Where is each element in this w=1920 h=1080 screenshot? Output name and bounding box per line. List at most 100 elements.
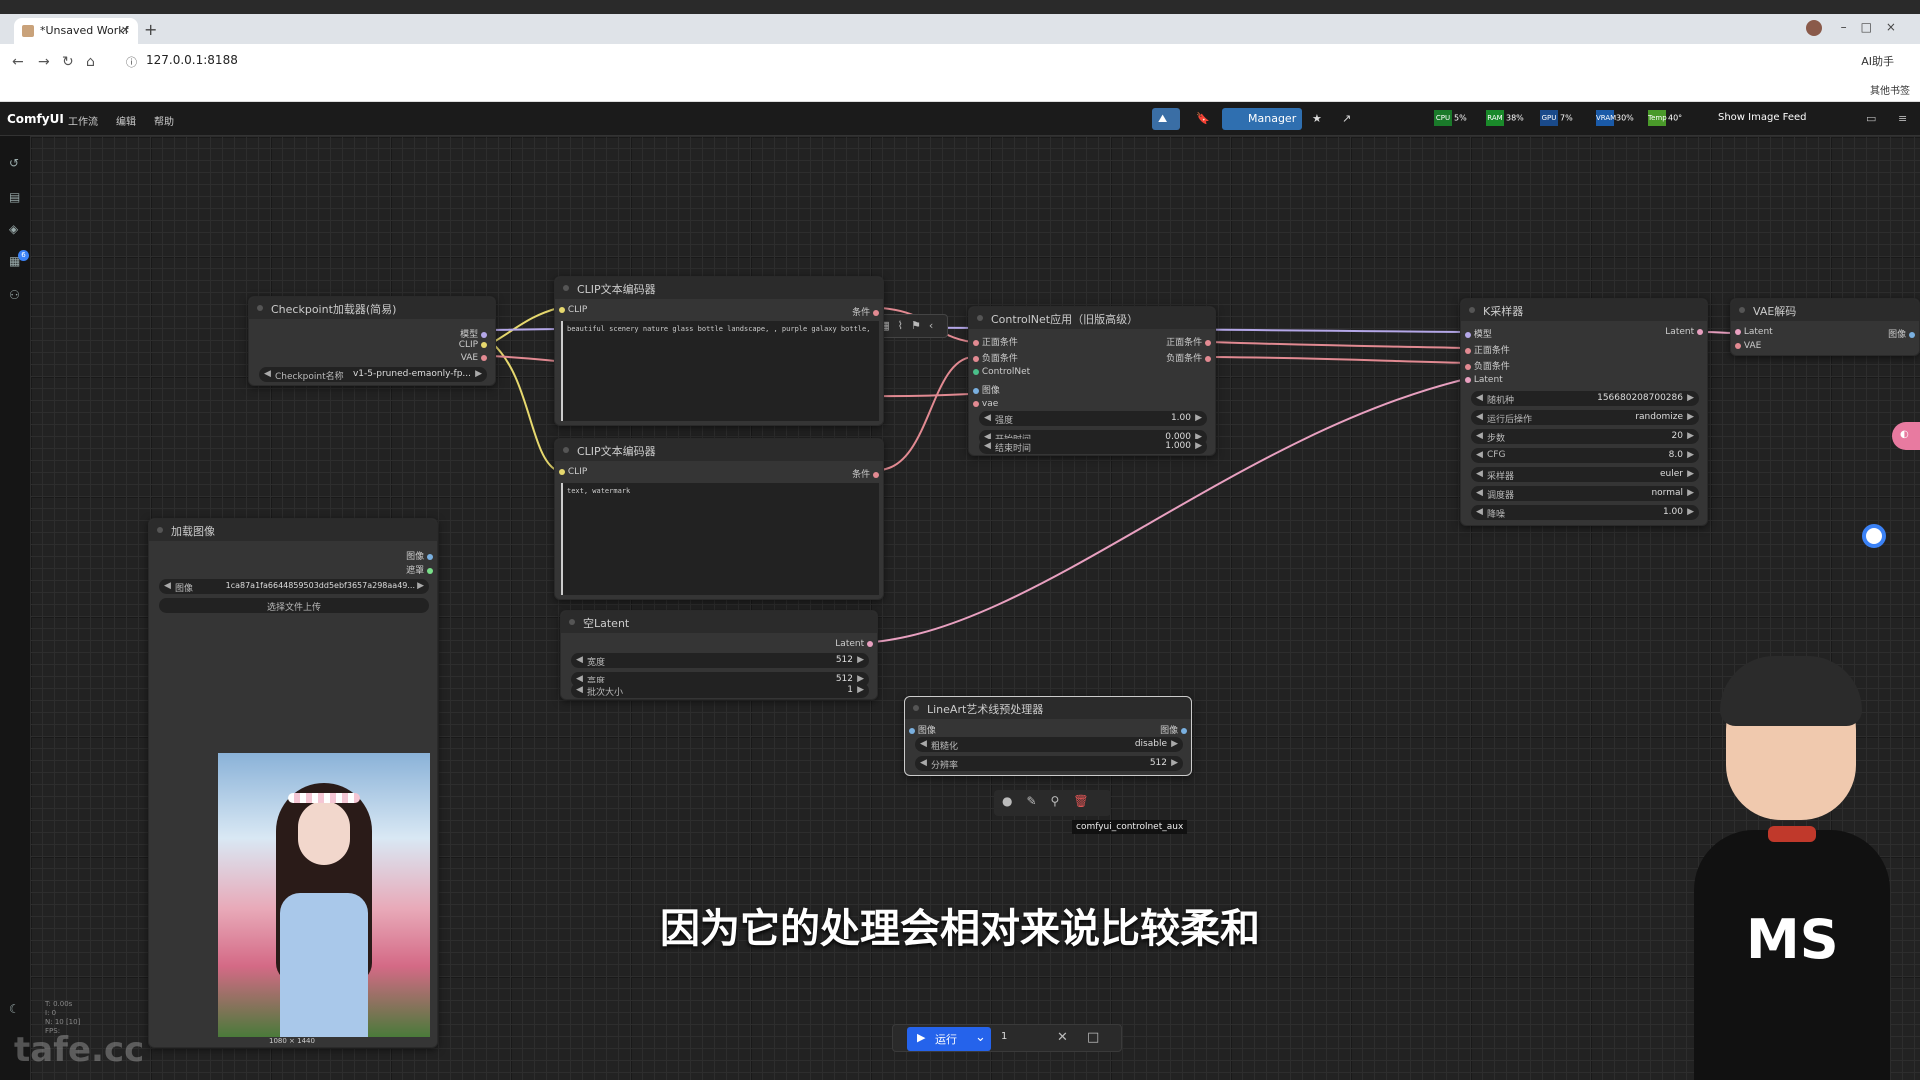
node-title: LineArt艺术线预处理器 — [905, 697, 1191, 719]
selection-toolbar[interactable]: ●✎⚲🗑 — [994, 790, 1111, 816]
upload-button[interactable]: 选择文件上传 — [159, 598, 429, 613]
input-vae[interactable]: VAE — [1735, 341, 1761, 351]
input-clip[interactable]: CLIP — [559, 467, 587, 477]
panel-toggle-icon[interactable]: ▭ — [1866, 112, 1877, 125]
history-icon[interactable]: ↺ — [9, 156, 20, 170]
reload-icon[interactable]: ↻ — [62, 54, 74, 70]
pin-icon: ⚲ — [1050, 794, 1074, 808]
output-image[interactable]: 图像 — [1888, 327, 1915, 340]
input-latent[interactable]: Latent — [1735, 327, 1773, 337]
node-clip-text-positive[interactable]: CLIP文本编码器 CLIP 条件 beautiful scenery natu… — [554, 276, 884, 426]
menu-edit[interactable]: 编辑 — [116, 117, 136, 128]
input-clip[interactable]: CLIP — [559, 305, 587, 315]
cancel-icon[interactable]: ✕ — [1057, 1030, 1068, 1045]
run-button[interactable]: ▶运行 — [907, 1027, 991, 1051]
floating-assist-button[interactable] — [1862, 524, 1886, 548]
output-clip[interactable]: CLIP — [459, 340, 487, 350]
site-info-icon[interactable]: ⓘ — [126, 56, 137, 69]
node-canvas[interactable]: ⋮⚲⊘▦⌇⚑‹ Checkpoint加载器(简易) 模型 CLIP VAE ◀C… — [30, 136, 1920, 1080]
input-latent[interactable]: Latent — [1465, 375, 1503, 385]
output-conditioning[interactable]: 条件 — [852, 467, 879, 480]
node-vae-decode[interactable]: VAE解码 Latent VAE 图像 — [1730, 298, 1920, 356]
manager-button[interactable]: Manager — [1222, 108, 1302, 130]
output-image[interactable]: 图像 — [406, 549, 433, 562]
menu-workflow[interactable]: 工作流 — [68, 117, 98, 128]
profile-avatar[interactable] — [1806, 20, 1822, 36]
output-positive[interactable]: 正面条件 — [1166, 335, 1211, 348]
profile-label[interactable]: AI助手 — [1861, 55, 1894, 68]
video-subtitle: 因为它的处理会相对来说比较柔和 — [660, 906, 1260, 952]
node-library-icon[interactable]: ▦ — [9, 254, 21, 268]
input-controlnet[interactable]: ControlNet — [973, 367, 1030, 377]
home-icon[interactable]: ⌂ — [86, 54, 95, 70]
app-logo: ComfyUI — [7, 112, 64, 126]
hamburger-icon[interactable]: ≡ — [1898, 112, 1908, 125]
output-image[interactable]: 图像 — [1160, 723, 1187, 736]
prompt-textarea[interactable]: beautiful scenery nature glass bottle la… — [561, 321, 879, 421]
share-icon[interactable]: ↗ — [1342, 112, 1352, 125]
bookmark-icon[interactable]: 🔖 — [1196, 112, 1210, 125]
input-negative[interactable]: 负面条件 — [1465, 359, 1510, 372]
other-bookmarks[interactable]: 其他书签 — [1870, 86, 1910, 97]
output-latent[interactable]: Latent — [835, 639, 873, 649]
new-tab-button[interactable]: + — [144, 20, 158, 39]
forward-icon[interactable]: → — [38, 54, 50, 70]
site-watermark: tafe.cc — [14, 1030, 145, 1070]
model-library-icon[interactable]: ◈ — [9, 222, 19, 236]
window-top-strip — [0, 0, 1920, 14]
output-mask[interactable]: 遮罩 — [406, 563, 433, 576]
queue-icon[interactable]: ⛰ — [1152, 108, 1180, 130]
output-latent[interactable]: Latent — [1665, 327, 1703, 337]
node-controlnet-apply[interactable]: ControlNet应用（旧版高级） 正面条件 负面条件 ControlNet … — [968, 306, 1216, 456]
delete-icon: 🗑 — [1073, 794, 1103, 808]
assistant-tab[interactable]: ◐ — [1892, 422, 1920, 450]
input-model[interactable]: 模型 — [1465, 327, 1492, 340]
output-model[interactable]: 模型 — [460, 327, 487, 340]
output-negative[interactable]: 负面条件 — [1166, 351, 1211, 364]
window-controls[interactable]: –□× — [1840, 20, 1910, 34]
input-positive[interactable]: 正面条件 — [1465, 343, 1510, 356]
input-image[interactable]: 图像 — [909, 723, 936, 736]
output-conditioning[interactable]: 条件 — [852, 305, 879, 318]
input-image[interactable]: 图像 — [973, 383, 1000, 396]
prompt-textarea[interactable]: text, watermark — [561, 483, 879, 595]
url-field[interactable]: 127.0.0.1:8188 — [146, 53, 238, 67]
star-icon[interactable]: ★ — [1312, 112, 1322, 125]
stop-icon[interactable]: □ — [1087, 1030, 1100, 1045]
theme-toggle-icon[interactable]: ☾ — [9, 1002, 20, 1016]
node-checkpoint-loader[interactable]: Checkpoint加载器(简易) 模型 CLIP VAE ◀Checkpoin… — [248, 296, 496, 386]
input-positive[interactable]: 正面条件 — [973, 335, 1018, 348]
input-vae[interactable]: vae — [973, 399, 998, 409]
menu-help[interactable]: 帮助 — [154, 117, 174, 128]
node-clip-text-negative[interactable]: CLIP文本编码器 CLIP 条件 text, watermark — [554, 438, 884, 600]
input-negative[interactable]: 负面条件 — [973, 351, 1018, 364]
workflows-icon[interactable]: ⚇ — [9, 288, 20, 302]
batch-count-input[interactable]: 1 — [1001, 1031, 1008, 1042]
output-vae[interactable]: VAE — [461, 353, 487, 363]
tab-close-icon[interactable]: × — [120, 23, 130, 36]
show-image-feed-button[interactable]: Show Image Feed — [1718, 112, 1807, 123]
back-icon[interactable]: ← — [12, 54, 24, 70]
color-icon: ● — [1002, 794, 1027, 808]
queue-list-icon[interactable]: ▤ — [9, 190, 21, 204]
browser-tab[interactable]: *Unsaved Workf × — [14, 18, 138, 44]
run-dropdown-icon[interactable]: ⌄ — [975, 1030, 986, 1045]
